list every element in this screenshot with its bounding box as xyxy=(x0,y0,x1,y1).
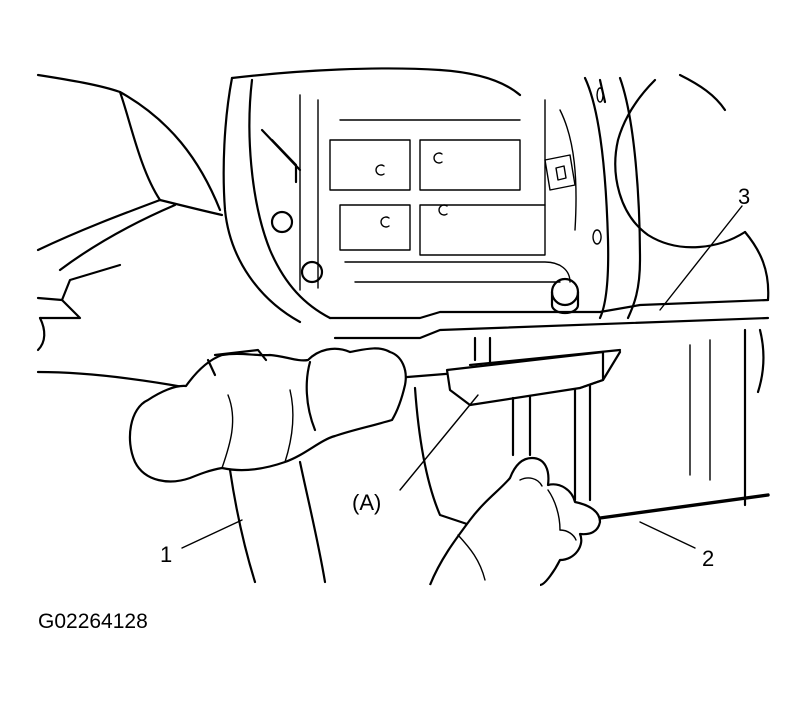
callout-transmission-case: 3 xyxy=(738,184,751,209)
callout-oil-pan: 2 xyxy=(702,546,715,571)
leader-lines xyxy=(181,205,743,549)
hand xyxy=(428,456,602,587)
transmission-case xyxy=(222,67,770,340)
callout-hammer: 1 xyxy=(160,542,173,567)
frame-member xyxy=(36,73,224,395)
figure-id: G02264128 xyxy=(38,610,148,633)
hammer xyxy=(128,347,407,584)
callout-special-tool: (A) xyxy=(352,490,382,515)
